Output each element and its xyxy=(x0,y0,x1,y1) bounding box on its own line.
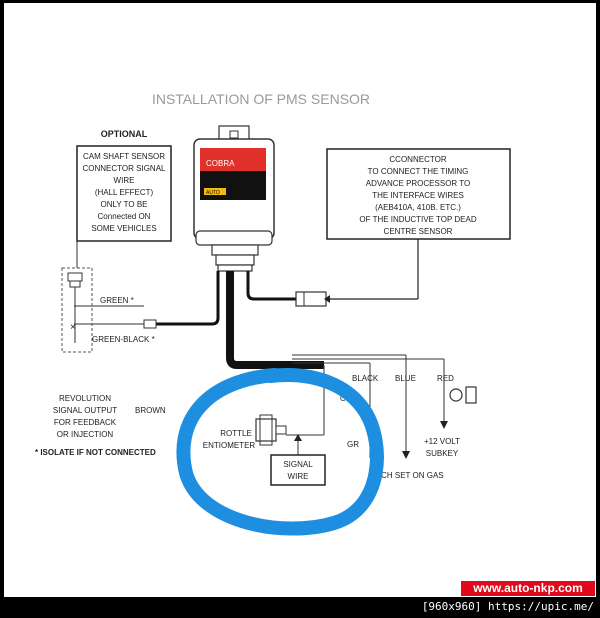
red-label: RED xyxy=(437,374,454,383)
optional-label: OPTIONAL xyxy=(101,129,148,139)
throttle-pot-body xyxy=(255,418,277,442)
plug-connector xyxy=(295,291,327,307)
connector-text: CCONNECTOR TO CONNECT THE TIMING ADVANCE… xyxy=(359,155,476,236)
signal-line-2: WIRE xyxy=(288,472,309,481)
revolution-line-3: FOR FEEDBACK xyxy=(54,418,117,427)
device-label-red xyxy=(200,148,266,171)
throttle-line-2: ENTIOMETER xyxy=(203,441,256,450)
cam-sensor-text: CAM SHAFT SENSOR CONNECTOR SIGNAL WIRE (… xyxy=(83,152,167,233)
processor-device: COBRA AUTO xyxy=(193,125,275,272)
device-sub-label: AUTO xyxy=(206,190,220,196)
cam-line-6: Connected ON xyxy=(98,212,151,221)
fuse-symbol xyxy=(449,388,463,402)
cam-line-3: WIRE xyxy=(114,176,135,185)
green-wire-cable xyxy=(154,271,220,326)
revolution-line-1: REVOLUTION xyxy=(59,394,111,403)
blue-wire-arrowhead xyxy=(402,451,410,459)
throttle-line-1: ROTTLE xyxy=(220,429,252,438)
throttle-pot-tab xyxy=(259,414,273,446)
supply-line-2: SUBKEY xyxy=(426,449,459,458)
cam-line-7: SOME VEHICLES xyxy=(91,224,156,233)
revolution-line-4: OR INJECTION xyxy=(57,430,114,439)
conn-line-6: OF THE INDUCTIVE TOP DEAD xyxy=(359,215,476,224)
cam-line-1: CAM SHAFT SENSOR xyxy=(83,152,165,161)
isolate-note: * ISOLATE IF NOT CONNECTED xyxy=(35,448,156,457)
green-label: GREEN * xyxy=(100,296,134,305)
signal-arrowhead xyxy=(294,434,302,441)
sensor-symbol-mid xyxy=(69,280,81,288)
grey-partial-label: GR xyxy=(347,440,359,449)
conn-line-1: CCONNECTOR xyxy=(389,155,446,164)
device-sub-badge xyxy=(204,188,226,195)
conn-line-4: THE INTERFACE WIRES xyxy=(372,191,464,200)
cut-mark-icon: × xyxy=(70,322,76,333)
signal-wire-box xyxy=(270,454,326,486)
connector-cable xyxy=(246,271,296,301)
device-brand: COBRA xyxy=(206,159,235,168)
green-black-label: GREEN-BLACK * xyxy=(92,335,155,344)
cam-line-5: ONLY TO BE xyxy=(101,200,148,209)
revolution-line-2: SIGNAL OUTPUT xyxy=(53,406,117,415)
diagram-title: INSTALLATION OF PMS SENSOR xyxy=(152,91,370,107)
sensor-symbol-top xyxy=(67,272,83,282)
main-harness xyxy=(226,271,324,369)
black-label: BLACK xyxy=(352,374,379,383)
highlight-circle xyxy=(176,368,384,536)
cam-line-4: (HALL EFFECT) xyxy=(95,188,154,197)
cam-line-2: CONNECTOR SIGNAL xyxy=(83,164,167,173)
device-mount-hole xyxy=(229,130,239,139)
conn-line-7: CENTRE SENSOR xyxy=(384,227,453,236)
connector-arrowhead xyxy=(324,295,330,303)
device-base xyxy=(195,230,273,246)
watermark-badge: www.auto-nkp.com xyxy=(461,581,595,596)
red-wire-arrowhead xyxy=(440,421,448,429)
throttle-pot-connector xyxy=(275,425,287,435)
device-grommet-2 xyxy=(215,254,255,266)
supply-line-1: +12 VOLT xyxy=(424,437,460,446)
brown-label: BROWN xyxy=(135,406,166,415)
supply-plug xyxy=(465,386,477,404)
wiring-diagram: INSTALLATION OF PMS SENSOR OPTIONAL CAM … xyxy=(35,91,511,536)
blue-label: BLUE xyxy=(395,374,416,383)
connector-box xyxy=(326,148,511,240)
cam-sensor-box xyxy=(76,145,172,242)
signal-line-1: SIGNAL xyxy=(283,460,313,469)
green-wire-terminal xyxy=(143,319,157,329)
device-grommet-1 xyxy=(211,244,259,256)
conn-line-2: TO CONNECT THE TIMING xyxy=(368,167,469,176)
diagram-canvas: INSTALLATION OF PMS SENSOR OPTIONAL CAM … xyxy=(4,3,596,597)
image-footer: [960x960] https://upic.me/ xyxy=(421,600,594,613)
device-grommet-3 xyxy=(217,264,253,272)
conn-line-5: (AEB410A, 410B. ETC.) xyxy=(375,203,461,212)
switch-label: ITCH SET ON GAS xyxy=(374,471,444,480)
conn-line-3: ADVANCE PROCESSOR TO xyxy=(366,179,470,188)
